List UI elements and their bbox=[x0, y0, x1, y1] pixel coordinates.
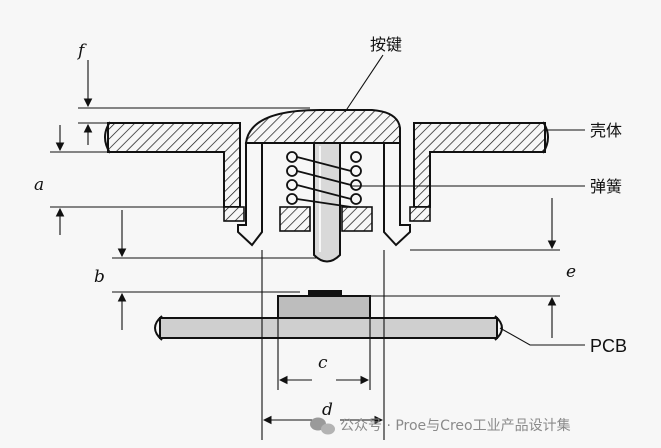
watermark-text: 公众号 · Proe与Creo工业产品设计集 bbox=[340, 417, 571, 434]
pcb-contact-pad bbox=[308, 290, 342, 296]
dimension-lines bbox=[50, 54, 585, 440]
pcb-board bbox=[159, 317, 498, 339]
dim-d-label: d bbox=[322, 400, 333, 420]
spring-label: 弹簧 bbox=[590, 177, 622, 196]
pcb-break-left bbox=[154, 315, 163, 341]
pcb-contact-block bbox=[277, 295, 371, 319]
housing-right bbox=[413, 122, 546, 208]
housing-latch-left bbox=[223, 206, 245, 222]
wechat-icon bbox=[310, 417, 335, 435]
housing-left bbox=[107, 122, 241, 208]
dim-f-label: f bbox=[76, 41, 87, 61]
housing-latch-right bbox=[409, 206, 431, 222]
button-skirt-right bbox=[383, 142, 411, 247]
dim-a-label: a bbox=[34, 175, 44, 195]
pcb-break-right bbox=[494, 315, 503, 341]
button-label: 按键 bbox=[370, 35, 402, 54]
housing-left-break bbox=[104, 121, 111, 154]
dim-b-label: b bbox=[94, 267, 105, 287]
housing-right-break bbox=[542, 121, 549, 154]
button-skirt-left bbox=[237, 142, 263, 247]
button-cap bbox=[244, 109, 401, 144]
spring-seat-right bbox=[341, 206, 373, 232]
spring bbox=[286, 151, 362, 208]
pcb-label: PCB bbox=[590, 336, 627, 356]
dim-e-label: e bbox=[566, 262, 576, 282]
housing-label: 壳体 bbox=[590, 121, 622, 140]
spring-seat-left bbox=[279, 206, 311, 232]
dim-c-label: c bbox=[318, 353, 328, 373]
